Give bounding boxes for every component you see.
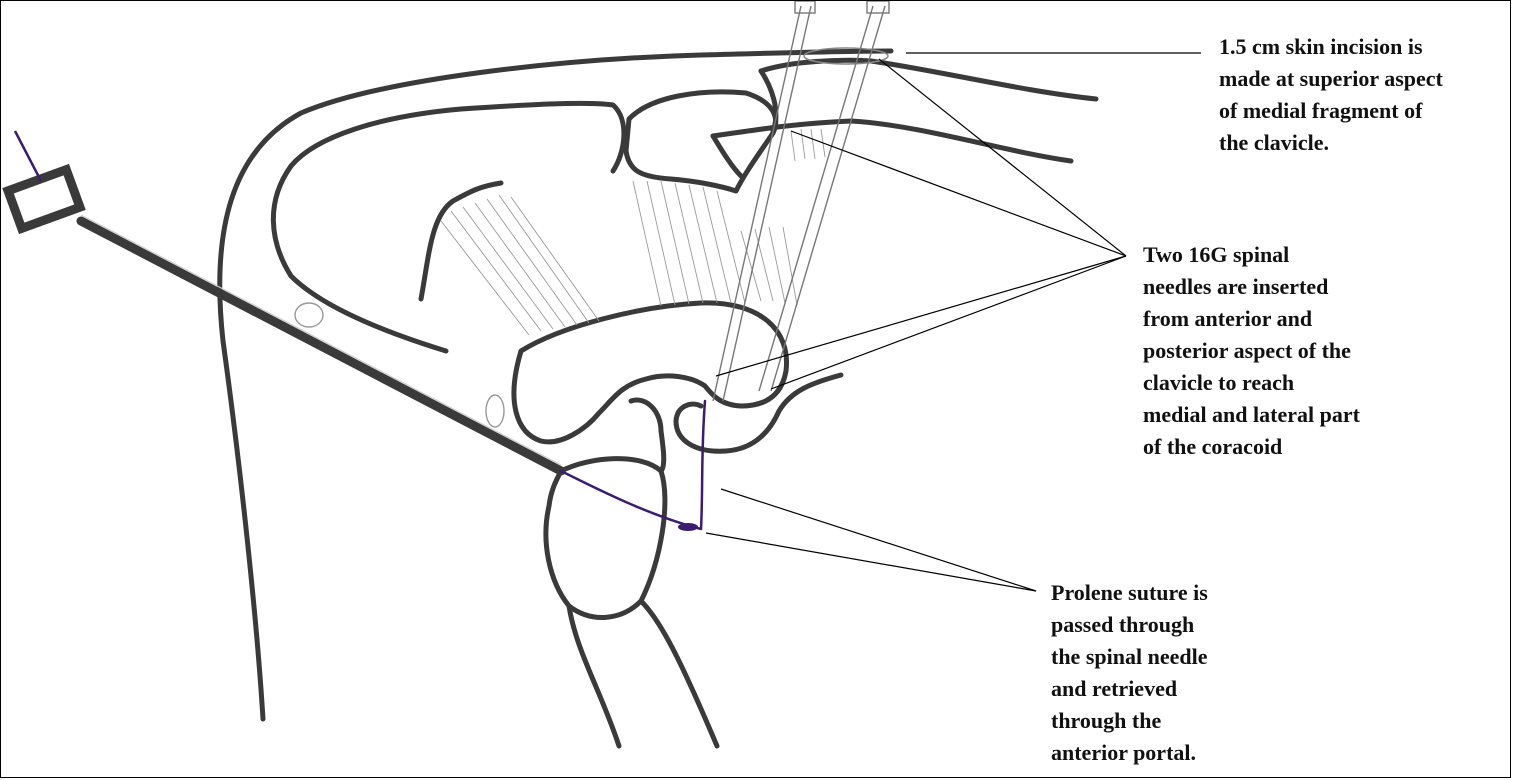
- portal-marker-lower: [485, 394, 505, 428]
- coracoid-tip-hook: [673, 372, 844, 454]
- coracoid-process: [511, 300, 790, 445]
- acromion-outer-outline: [217, 48, 894, 722]
- clavicle-medial-fragment-lower: [710, 118, 1074, 164]
- incision-annotation: 1.5 cm skin incision is made at superior…: [1219, 34, 1443, 155]
- coracoacromial-ligament-outline: [418, 180, 504, 302]
- clavicle-incision-hatching: [790, 128, 826, 162]
- anterior-portal-cannula: [2, 130, 566, 476]
- skin-incision-mark: [803, 47, 889, 65]
- coracoacromial-ligament-hatching: [440, 194, 600, 336]
- portal-marker-upper: [294, 302, 324, 328]
- needles-annotation: Two 16G spinal needles are inserted from…: [1143, 242, 1360, 459]
- acromion-inner-outline: [270, 100, 627, 354]
- suture-annotation: Prolene suture is passed through the spi…: [1051, 580, 1208, 765]
- clavicle-medial-fragment-upper: [758, 57, 1099, 102]
- clavicle-lateral-end: [623, 89, 779, 194]
- humerus-shaft-outline: [566, 598, 720, 749]
- leader-lines: [705, 52, 1201, 592]
- spinal-needle-anterior: [712, 1, 816, 402]
- glenoid-outline: [543, 456, 668, 620]
- glenoid-neck: [628, 397, 667, 474]
- spinal-needle-posterior: [758, 1, 890, 392]
- coracoclavicular-ligament-hatching: [632, 180, 798, 307]
- suture-tip-blot: [678, 523, 698, 531]
